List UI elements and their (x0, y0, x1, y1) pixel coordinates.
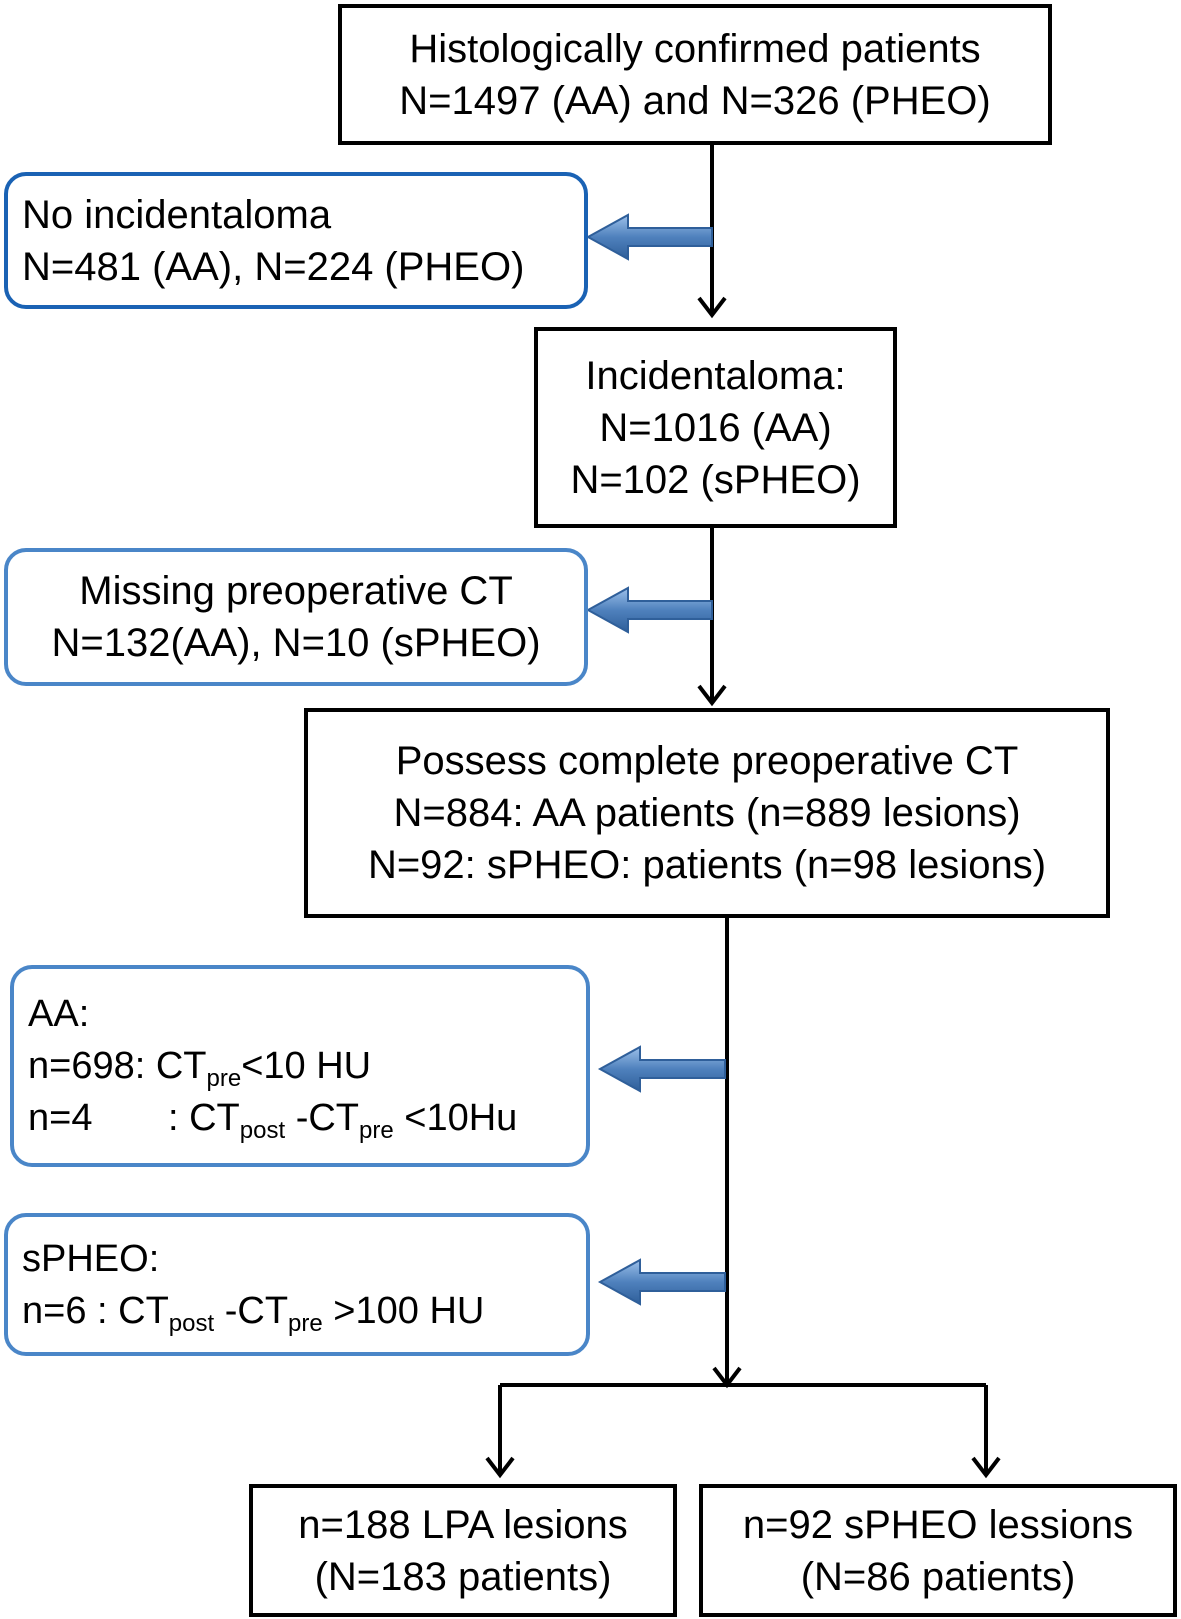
missing-ct-counts: N=132(AA), N=10 (sPHEO) (51, 621, 541, 665)
box-result-lpa: n=188 LPA lesions (N=183 patients) (249, 1484, 677, 1617)
aa-exclusion-title: AA: (28, 993, 90, 1035)
exclusion-arrow-aa (597, 1045, 726, 1093)
no-incidentaloma-title: No incidentaloma (22, 192, 332, 237)
incidentaloma-title: Incidentaloma: (585, 353, 846, 398)
result-lpa-patients: (N=183 patients) (314, 1554, 612, 1599)
box-no-incidentaloma: No incidentaloma N=481 (AA), N=224 (PHEO… (4, 172, 588, 309)
box-incidentaloma: Incidentaloma: N=1016 (AA) N=102 (sPHEO) (534, 327, 897, 528)
spheo-exclusion-row: n=6 : CTpost -CTpre >100 HU (22, 1289, 485, 1337)
confirmed-patients-title: Histologically confirmed patients (409, 26, 981, 71)
box-confirmed-patients: Histologically confirmed patients N=1497… (338, 4, 1052, 145)
split-connector (485, 1383, 1001, 1479)
exclusion-arrow-spheo (597, 1258, 726, 1306)
result-lpa-lesions: n=188 LPA lesions (298, 1502, 628, 1547)
box-complete-preoperative-ct: Possess complete preoperative CT N=884: … (304, 708, 1110, 918)
complete-ct-aa: N=884: AA patients (n=889 lesions) (393, 791, 1021, 835)
incidentaloma-spheo-count: N=102 (sPHEO) (570, 457, 861, 502)
box-missing-preoperative-ct: Missing preoperative CT N=132(AA), N=10 … (4, 548, 588, 686)
complete-ct-spheo: N=92: sPHEO: patients (n=98 lesions) (367, 843, 1047, 887)
missing-ct-title: Missing preoperative CT (79, 569, 513, 613)
exclusion-arrow-no-incidentaloma (585, 213, 713, 261)
box-spheo-exclusion: sPHEO: n=6 : CTpost -CTpre >100 HU (4, 1213, 590, 1356)
box-aa-exclusion: AA: n=698: CTpre<10 HU n=4: CTpost -CTpr… (10, 965, 590, 1167)
box-result-spheo: n=92 sPHEO lessions (N=86 patients) (699, 1484, 1177, 1617)
aa-exclusion-row-post: n=4: CTpost -CTpre <10Hu (28, 1097, 518, 1144)
confirmed-patients-counts: N=1497 (AA) and N=326 (PHEO) (399, 78, 991, 123)
exclusion-arrow-missing-ct (585, 586, 713, 634)
result-spheo-patients: (N=86 patients) (800, 1554, 1076, 1599)
incidentaloma-aa-count: N=1016 (AA) (599, 405, 832, 450)
complete-ct-title: Possess complete preoperative CT (395, 739, 1019, 783)
result-spheo-lesions: n=92 sPHEO lessions (742, 1502, 1134, 1547)
flow-line-complete-ct-to-split (712, 918, 742, 1389)
spheo-exclusion-title: sPHEO: (22, 1237, 160, 1280)
aa-exclusion-row-pre: n=698: CTpre<10 HU (28, 1045, 372, 1092)
no-incidentaloma-counts: N=481 (AA), N=224 (PHEO) (22, 244, 525, 289)
